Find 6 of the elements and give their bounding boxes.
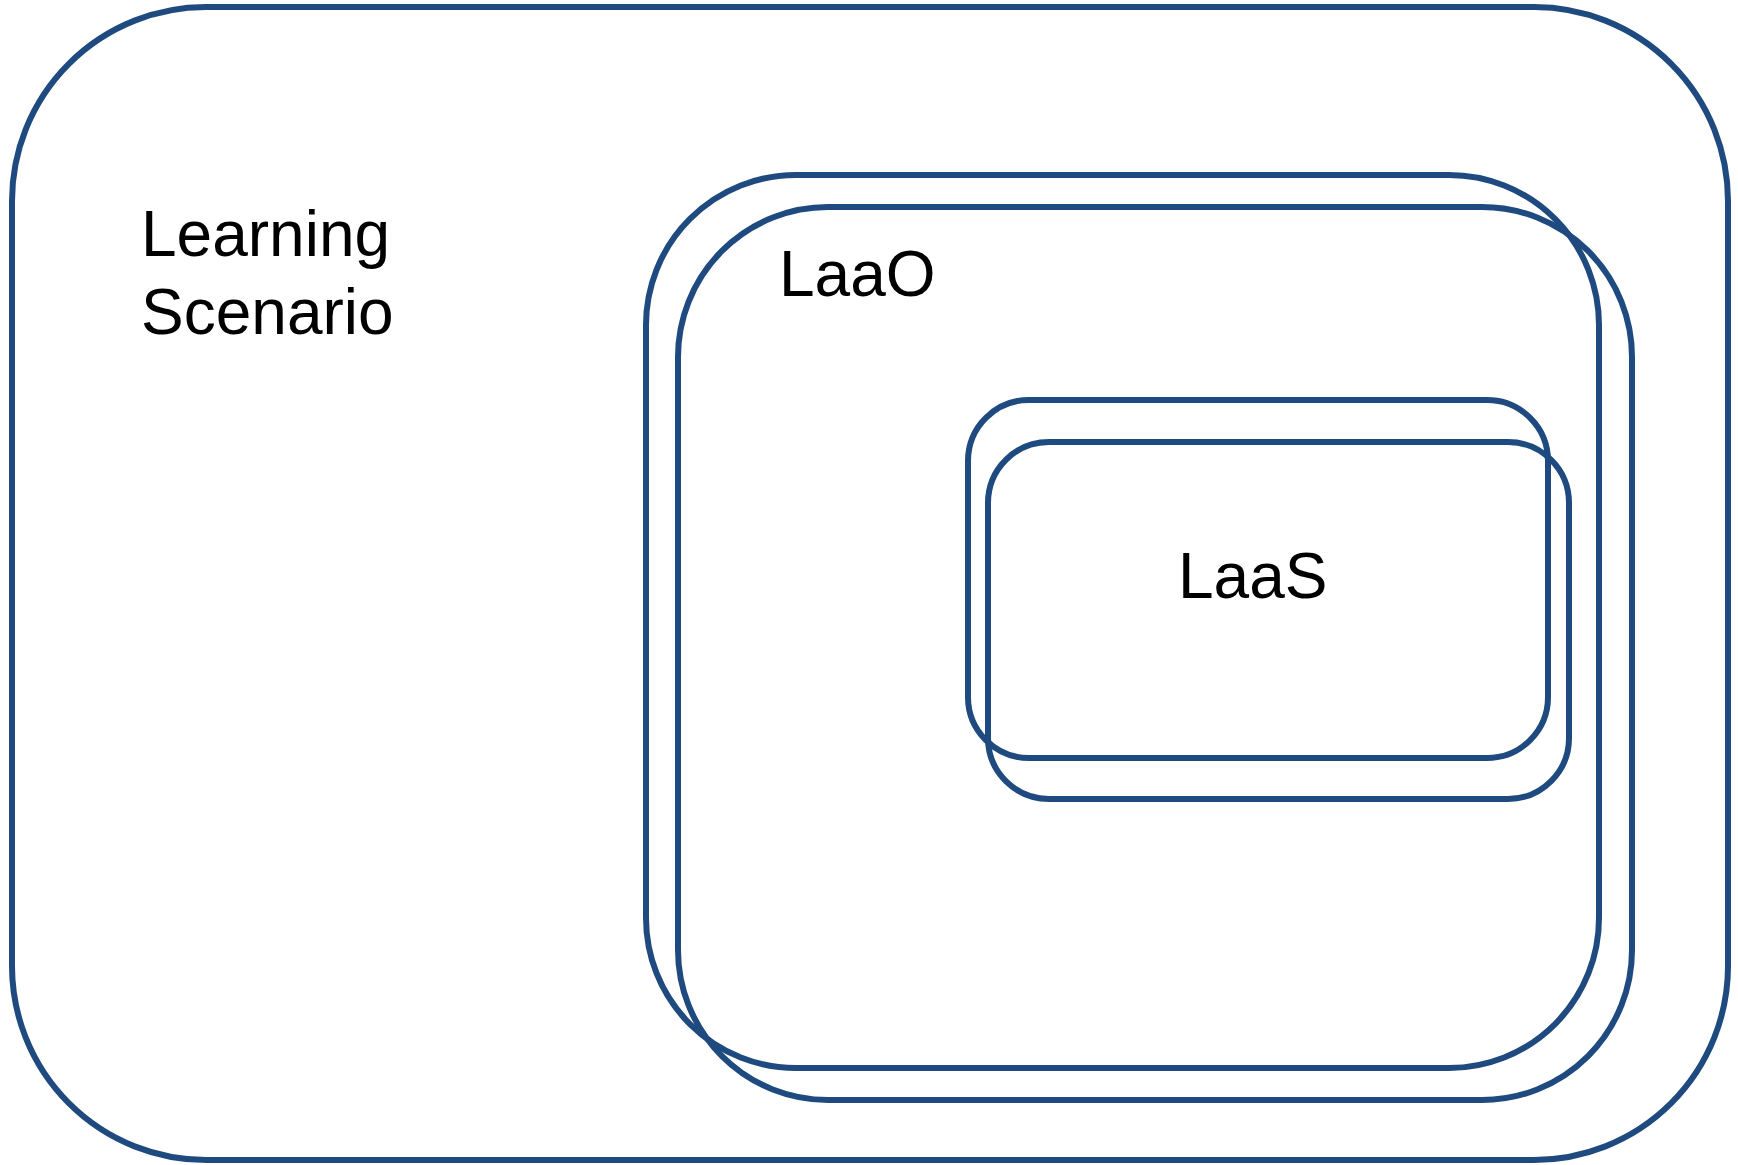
- box-label: LaaO: [779, 237, 937, 312]
- stacked-rounded-boxes: [965, 397, 1572, 802]
- box-label: Learning Scenario: [141, 197, 395, 350]
- rounded-box: [9, 4, 1731, 1163]
- box-label: LaaS: [1178, 539, 1329, 614]
- stacked-rounded-boxes: [643, 172, 1635, 1103]
